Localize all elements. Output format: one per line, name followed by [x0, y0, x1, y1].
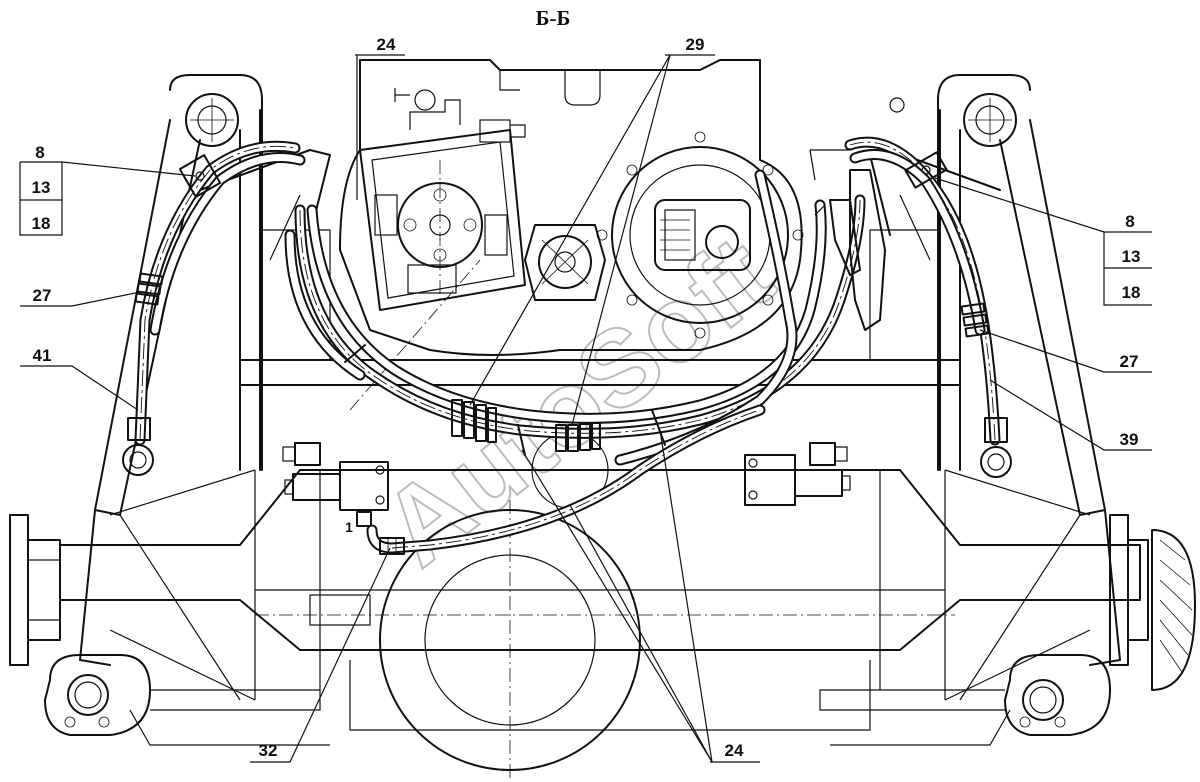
right-wheel-hub: [1109, 514, 1196, 691]
callout-29: 29: [686, 35, 705, 54]
callout-8-left: 8: [35, 143, 44, 162]
axle-housing: [59, 431, 1141, 782]
callout-32: 32: [259, 741, 278, 760]
right-cylinder-hose: [844, 136, 1012, 478]
right-pivot-bracket: [819, 654, 1111, 746]
tie-straps: [344, 344, 666, 456]
left-cylinder-hose: [122, 140, 306, 476]
callout-27-left: 27: [33, 286, 52, 305]
callout-41: 41: [33, 346, 52, 365]
callout-24-top: 24: [377, 35, 396, 54]
callout-13-right: 13: [1122, 247, 1141, 266]
section-title: Б-Б: [536, 6, 571, 30]
clamp-block-left: [451, 399, 497, 443]
hydraulic-pump: [349, 88, 526, 411]
callout-18-left: 18: [32, 214, 51, 233]
callout-8-right: 8: [1125, 212, 1134, 231]
left-pivot-bracket: [44, 654, 330, 746]
port-label-1: 1: [345, 519, 353, 535]
left-solenoid-valve: [282, 442, 389, 527]
callout-39: 39: [1120, 430, 1139, 449]
right-solenoid-valve: [744, 442, 851, 506]
callout-27-right: 27: [1120, 352, 1139, 371]
right-hose-bracket: [809, 149, 886, 331]
callout-13-left: 13: [32, 178, 51, 197]
callout-18-right: 18: [1122, 283, 1141, 302]
hose-32: [366, 404, 766, 555]
clamp-block-right: [555, 422, 601, 452]
gearbox-housing: [339, 59, 804, 356]
callout-24-bottom: 24: [725, 741, 744, 760]
callouts: 24 29 8 13 18 27 41 8 13 18 27 39 32 24 …: [32, 35, 1141, 760]
leader-lines: [19, 54, 1152, 763]
cardan-coupling: [524, 224, 606, 301]
left-wheel-hub: [9, 514, 61, 666]
hydraulic-motor: [654, 199, 751, 271]
